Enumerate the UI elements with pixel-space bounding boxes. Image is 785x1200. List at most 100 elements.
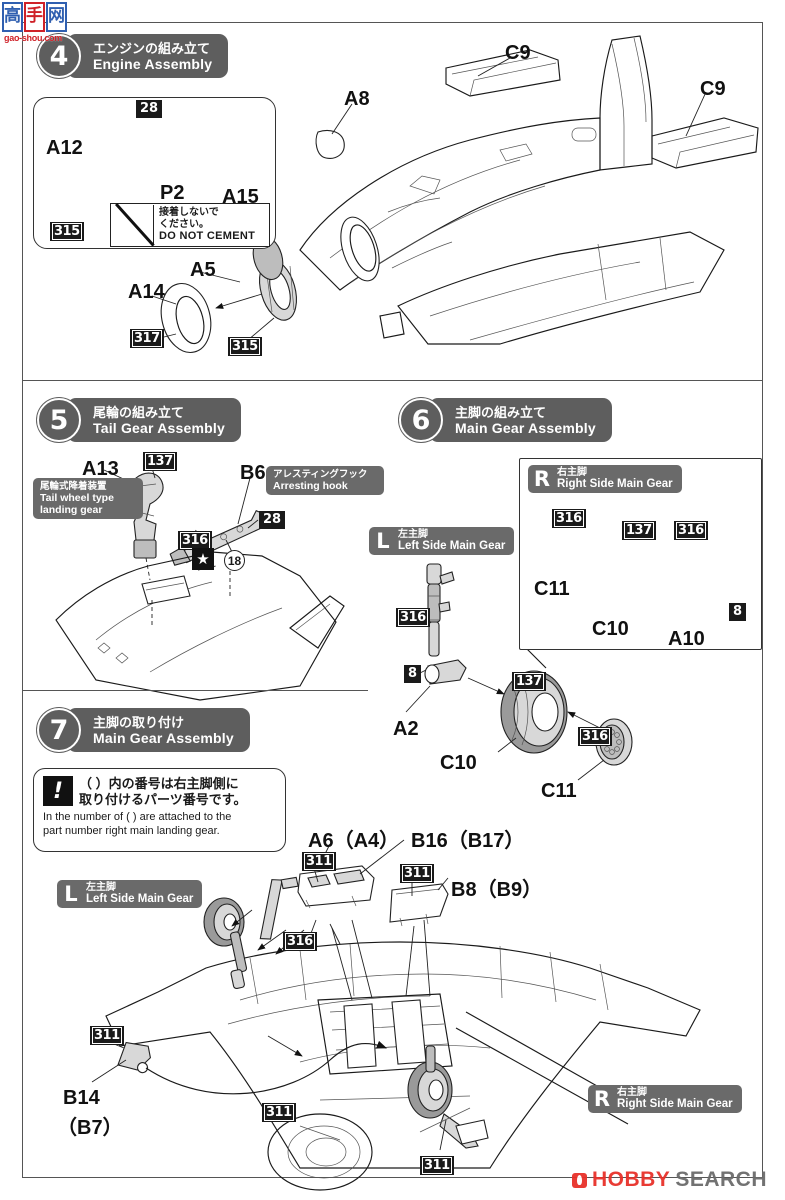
circle-number-18: 18 <box>224 550 245 571</box>
watermark-domain: gao-shou.com <box>4 33 62 43</box>
side-tag-l-step7-en: Left Side Main Gear <box>86 893 194 905</box>
part-label-c10-left: C10 <box>440 752 477 774</box>
step-4-title-jp: エンジンの組み立て <box>93 40 211 56</box>
part-label-c9-top: C9 <box>505 42 531 64</box>
side-tag-r-en: Right Side Main Gear <box>557 478 673 490</box>
note-jp-line-2: 取り付けるパーツ番号です。 <box>79 792 247 807</box>
side-tag-right-main-gear-step7: R 右主脚 Right Side Main Gear <box>588 1085 742 1113</box>
paint-number-311-a6: 311 <box>302 852 336 871</box>
do-not-cement-notice: 接着しないで ください。 DO NOT CEMENT <box>110 203 270 247</box>
paint-number-28-b6: 28 <box>259 511 286 529</box>
watermark-gaoshou: 高 手 网 gao-shou.com <box>2 2 67 46</box>
paint-number-137-c10-right-text: 137 <box>624 522 654 539</box>
paint-number-317-a14-text: 317 <box>132 330 162 347</box>
part-label-c11-right: C11 <box>534 578 570 600</box>
paint-number-316-c11-left: 316 <box>578 727 612 746</box>
paint-number-28-step4: 28 <box>136 100 163 118</box>
part-label-c10-right: C10 <box>592 618 629 640</box>
paint-number-316-c11-right: 316 <box>552 509 586 528</box>
step-5-title-en: Tail Gear Assembly <box>93 419 225 436</box>
paint-number-137-a13: 137 <box>143 452 177 471</box>
paint-number-311-bottom-text: 311 <box>422 1157 452 1174</box>
part-label-b7: （B7） <box>57 1117 123 1139</box>
paint-number-316-step7: 316 <box>283 932 317 951</box>
paint-number-316-c11-right-text: 316 <box>554 510 584 527</box>
star-marker: ★ <box>192 548 214 570</box>
part-label-p2: P2 <box>160 182 185 204</box>
part-label-c11-left: C11 <box>541 780 577 802</box>
no-cement-icon <box>111 203 155 247</box>
side-tag-r-jp: 右主脚 <box>557 467 587 478</box>
exclamation-icon: ! <box>43 776 73 806</box>
step-4-title-en: Engine Assembly <box>93 55 213 72</box>
page-border <box>22 22 763 1178</box>
side-tag-l-en: Left Side Main Gear <box>398 540 506 552</box>
part-label-a2: A2 <box>393 718 419 740</box>
paint-number-317-a14: 317 <box>130 329 164 348</box>
step-5-title-jp: 尾輪の組み立て <box>93 404 185 420</box>
paint-number-311-center: 311 <box>262 1103 296 1122</box>
paint-number-137-c10-left-text: 137 <box>514 673 544 690</box>
step-4-number: 4 <box>37 34 81 78</box>
paint-number-137-a13-text: 137 <box>145 453 175 470</box>
step-7-title-en: Main Gear Assembly <box>93 729 234 746</box>
chip-tail-wheel-jp: 尾輪式降着装置 <box>40 481 107 492</box>
paint-number-315-a5-text: 315 <box>230 338 260 355</box>
paint-number-311-b14: 311 <box>90 1026 124 1045</box>
paint-number-315-a12-text: 315 <box>52 223 82 240</box>
side-tag-r-step7-jp: 右主脚 <box>617 1087 647 1098</box>
note-jp-line-1: （ ）内の番号は右主脚側に <box>79 776 239 791</box>
watermark-search-text: SEARCH <box>675 1168 767 1191</box>
paint-number-316-strut-right: 316 <box>674 521 708 540</box>
part-label-b8-b9: B8（B9） <box>451 879 543 901</box>
note-en-line-1: In the number of ( ) are attached to the <box>43 811 232 823</box>
side-tag-l-step7-jp: 左主脚 <box>86 882 116 893</box>
paint-number-316-strut-right-text: 316 <box>676 522 706 539</box>
part-label-b16-b17: B16（B17） <box>411 830 525 852</box>
step-7-header: 7 主脚の取り付け Main Gear Assembly <box>37 708 250 752</box>
part-label-a14: A14 <box>128 281 165 303</box>
paint-number-311-center-text: 311 <box>264 1104 294 1121</box>
side-letter-l: L <box>376 529 390 553</box>
paint-number-8-right: 8 <box>729 603 747 621</box>
chip-tail-wheel-type: 尾輪式降着装置 Tail wheel type landing gear <box>33 478 143 519</box>
side-tag-l-jp: 左主脚 <box>398 529 428 540</box>
paint-number-316-strut-left-text: 316 <box>398 609 428 626</box>
paint-number-8-left: 8 <box>404 665 422 683</box>
step-5-header: 5 尾輪の組み立て Tail Gear Assembly <box>37 398 241 442</box>
step-6-header: 6 主脚の組み立て Main Gear Assembly <box>399 398 612 442</box>
watermark-char-2: 手 <box>24 2 45 32</box>
part-label-a12: A12 <box>46 137 83 159</box>
paint-number-316-step7-text: 316 <box>285 933 315 950</box>
watermark-hobby-text: HOBBY <box>591 1168 671 1191</box>
paint-number-316-c11-left-text: 316 <box>580 728 610 745</box>
step-7-title-jp: 主脚の取り付け <box>93 714 185 730</box>
section-divider-2 <box>23 690 368 692</box>
note-en-line-2: part number right main landing gear. <box>43 824 220 837</box>
paint-number-137-c10-right: 137 <box>622 521 656 540</box>
part-label-b14: B14 <box>63 1087 100 1109</box>
side-letter-l-step7: L <box>64 882 78 906</box>
side-tag-r-step7-en: Right Side Main Gear <box>617 1098 733 1110</box>
watermark-char-1: 高 <box>2 2 23 32</box>
step-7-number: 7 <box>37 708 81 752</box>
side-tag-right-main-gear-step6: R 右主脚 Right Side Main Gear <box>528 465 682 493</box>
flame-icon <box>571 1172 587 1188</box>
parenthesis-note-box: ! （ ）内の番号は右主脚側に 取り付けるパーツ番号です。 In the num… <box>33 768 286 852</box>
side-tag-left-main-gear-step7: L 左主脚 Left Side Main Gear <box>57 880 203 908</box>
chip-arresting-hook-en: Arresting hook <box>273 480 348 492</box>
side-tag-left-main-gear-step6: L 左主脚 Left Side Main Gear <box>369 527 515 555</box>
step-6-title-en: Main Gear Assembly <box>455 419 596 436</box>
part-label-a5: A5 <box>190 259 216 281</box>
section-divider-1 <box>23 380 762 382</box>
step-6-title-jp: 主脚の組み立て <box>455 404 547 420</box>
paint-number-311-bottom: 311 <box>420 1156 454 1175</box>
paint-number-315-a12: 315 <box>50 222 84 241</box>
paint-number-311-a6-text: 311 <box>304 853 334 870</box>
paint-number-137-c10-left: 137 <box>512 672 546 691</box>
no-cement-jp-1: 接着しないで <box>159 207 219 218</box>
step-5-number: 5 <box>37 398 81 442</box>
paint-number-311-b16-text: 311 <box>402 865 432 882</box>
watermark-hobby-search: HOBBY SEARCH <box>571 1168 767 1192</box>
side-letter-r-step7: R <box>593 1087 611 1111</box>
